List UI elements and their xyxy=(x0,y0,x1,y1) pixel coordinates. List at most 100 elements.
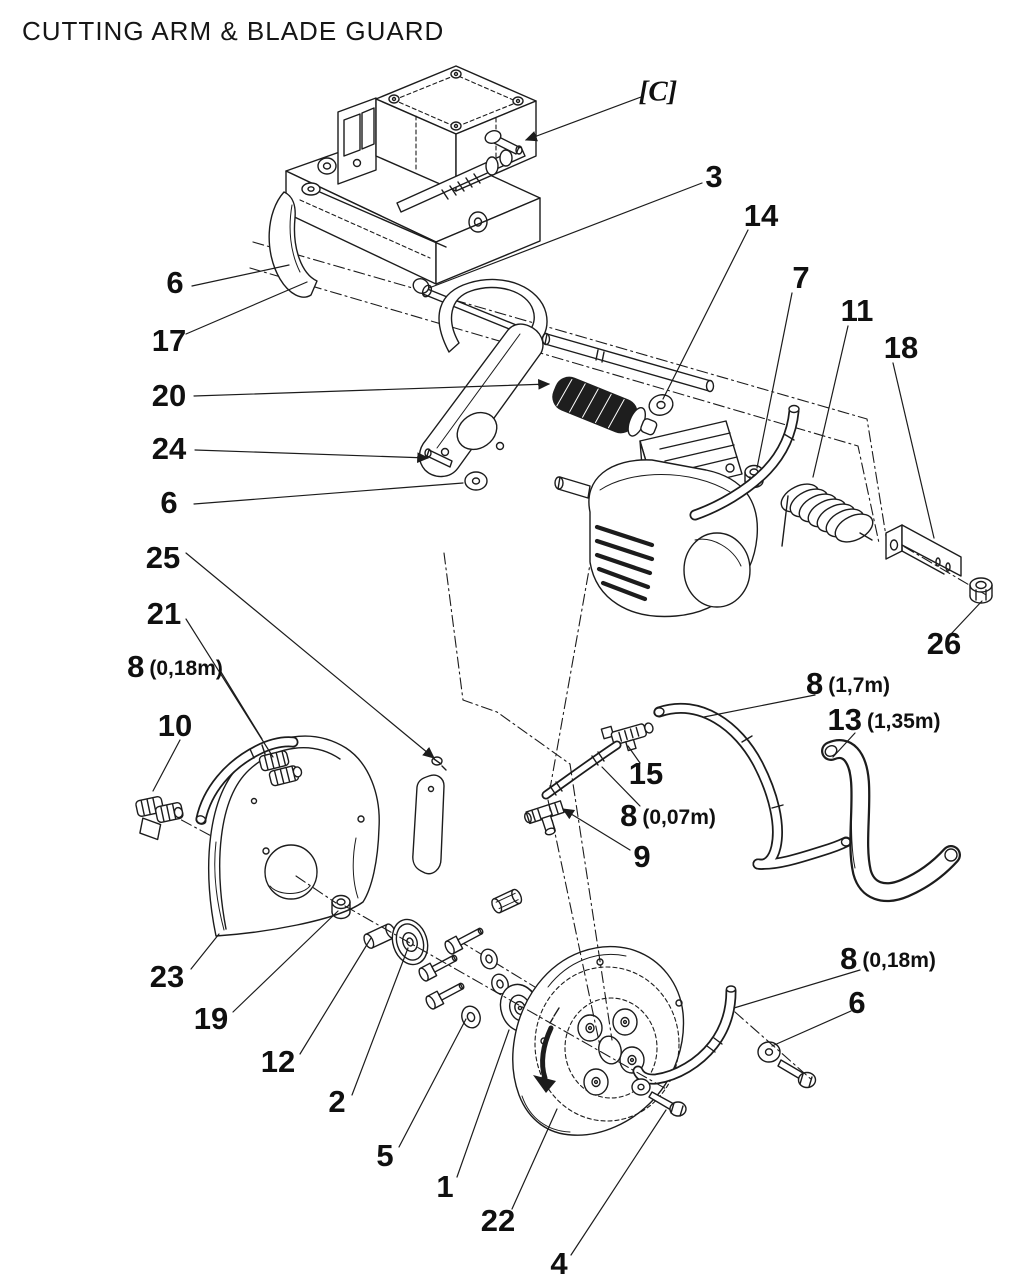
callout-4: 4 xyxy=(550,1246,567,1282)
leader-8-left xyxy=(220,671,263,740)
nut-26 xyxy=(969,577,993,604)
callout-20: 20 xyxy=(152,378,186,414)
leader-10 xyxy=(152,739,181,792)
callout-number: 20 xyxy=(151,378,187,413)
callout-2: 2 xyxy=(328,1084,345,1120)
callout-number: 12 xyxy=(260,1044,296,1079)
cutting-arm xyxy=(418,278,715,491)
leader-8-short xyxy=(601,766,641,807)
leader-26 xyxy=(950,600,983,635)
callout-number: 21 xyxy=(146,596,182,631)
leader-6-mid xyxy=(193,482,464,505)
leader-2 xyxy=(351,947,409,1096)
callout-22: 22 xyxy=(481,1203,515,1239)
callout-11: 11 xyxy=(841,293,874,329)
callout-length-suffix: (0,18m) xyxy=(862,949,936,972)
leader-19 xyxy=(232,910,339,1013)
callout-number: 8 xyxy=(127,649,145,684)
valve-15 xyxy=(600,722,654,752)
callout-length-suffix: (0,18m) xyxy=(149,657,223,680)
leader-20 xyxy=(193,378,551,397)
callout-14: 14 xyxy=(744,198,778,234)
clamp-knob-21 xyxy=(258,750,303,787)
callout-number: 26 xyxy=(926,626,962,661)
callout-19: 19 xyxy=(194,1001,228,1037)
callout-number: 22 xyxy=(480,1203,516,1238)
callout-21: 21 xyxy=(147,596,181,632)
callout-18: 18 xyxy=(884,330,918,366)
callout-13: 13(1,35m) xyxy=(827,702,940,738)
washer-5 xyxy=(461,1005,481,1029)
callout-10: 10 xyxy=(158,708,192,744)
leader-22 xyxy=(511,1108,558,1210)
callout-ref-c: [C] xyxy=(639,76,678,109)
callout-8-short: 8(0,07m) xyxy=(620,798,716,834)
callout-number: 10 xyxy=(157,708,193,743)
hose-8-short xyxy=(541,740,622,800)
callout-8-main: 8(1,7m) xyxy=(806,666,890,702)
callout-8-left: 8(0,18m) xyxy=(127,649,223,685)
construction-lines-front xyxy=(295,763,813,1091)
callout-6-bottom: 6 xyxy=(848,985,865,1021)
callout-length-suffix: (1,7m) xyxy=(828,674,891,697)
callout-17: 17 xyxy=(152,323,186,359)
leader-4 xyxy=(570,1109,667,1256)
motor xyxy=(554,420,759,618)
callout-9: 9 xyxy=(633,839,650,875)
water-pipe xyxy=(689,404,800,521)
callout-8-right: 8(0,18m) xyxy=(840,941,936,977)
leader-6-top xyxy=(191,264,290,287)
hose-8-right xyxy=(632,985,737,1085)
bracket-18 xyxy=(885,524,962,577)
callout-23: 23 xyxy=(150,959,184,995)
callout-number: 15 xyxy=(628,756,664,791)
leader-lines xyxy=(152,96,983,1256)
callout-length-suffix: (1,35m) xyxy=(866,710,941,733)
callout-number: 9 xyxy=(633,839,651,874)
callout-number: 25 xyxy=(145,540,181,575)
hose-8-long xyxy=(653,702,852,870)
callout-number: 8 xyxy=(840,941,858,976)
callout-number: 17 xyxy=(151,323,187,358)
callout-number: 13 xyxy=(827,702,862,737)
callout-25: 25 xyxy=(146,540,180,576)
callout-number: 11 xyxy=(840,293,874,328)
plate-25 xyxy=(412,756,447,875)
callout-5: 5 xyxy=(376,1138,393,1174)
callout-number: 1 xyxy=(436,1169,454,1204)
callout-6-mid: 6 xyxy=(160,485,177,521)
leader-13 xyxy=(832,732,856,758)
callout-number: 18 xyxy=(883,330,919,365)
callout-7: 7 xyxy=(792,260,809,296)
page-title: CUTTING ARM & BLADE GUARD xyxy=(22,16,445,46)
callout-number: 6 xyxy=(848,985,866,1020)
callout-number: 19 xyxy=(193,1001,229,1036)
callout-number: 6 xyxy=(160,485,178,520)
callout-number: 3 xyxy=(705,159,723,194)
leader-ref-c xyxy=(524,96,642,142)
leader-23 xyxy=(190,933,220,970)
leader-6-bottom xyxy=(771,1010,852,1047)
leader-8-right xyxy=(733,969,861,1009)
callout-number: 4 xyxy=(550,1246,568,1281)
leader-11 xyxy=(812,325,849,478)
leader-25 xyxy=(185,552,435,759)
leader-1 xyxy=(456,1029,510,1178)
leader-9 xyxy=(561,808,631,851)
grip-20 xyxy=(552,376,658,437)
callout-number: 14 xyxy=(743,198,779,233)
callout-number: 5 xyxy=(376,1138,394,1173)
callout-number: 23 xyxy=(149,959,185,994)
blade-guard-outer-23 xyxy=(195,735,380,937)
leader-18 xyxy=(892,362,935,539)
callout-number: 2 xyxy=(328,1084,346,1119)
leader-12 xyxy=(299,937,372,1055)
leader-3 xyxy=(428,182,703,289)
callout-number: 8 xyxy=(805,666,824,701)
callout-6-top: 6 xyxy=(166,265,183,301)
rotation-arrow-icon xyxy=(533,1007,560,1093)
leader-14 xyxy=(662,229,749,400)
gearbox-assembly xyxy=(268,65,541,298)
